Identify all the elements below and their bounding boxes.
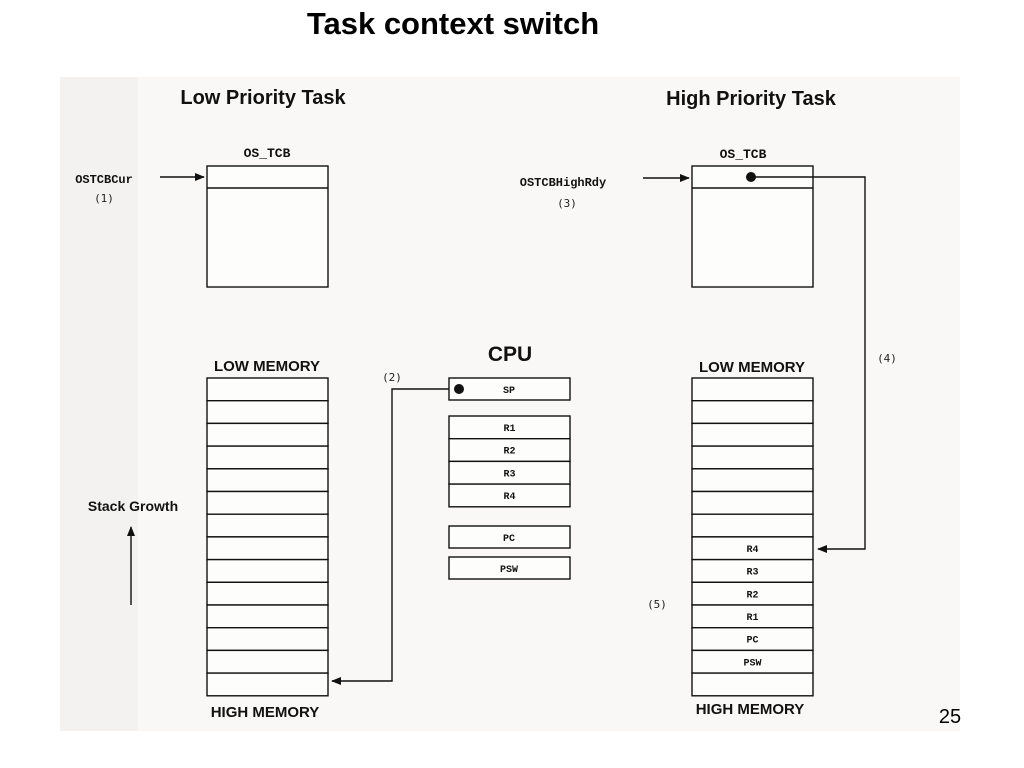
cpu-register-label: R2 [503, 447, 515, 458]
high-stack-cell [691, 672, 814, 697]
low-stack-cell [206, 558, 329, 583]
slide-title: Task context switch [306, 6, 600, 41]
low-stack-cell [206, 672, 329, 697]
cpu-pc-label: PC [503, 534, 515, 545]
low-stack-cell [206, 581, 329, 606]
high-stack-cell [691, 490, 814, 515]
step-4-label: (4) [877, 352, 897, 365]
low-stack-cell [206, 490, 329, 515]
low-os-tcb-box [206, 165, 329, 288]
cpu-sp-register [448, 377, 571, 401]
low-stack-cell [206, 604, 329, 629]
high-stack-cell [691, 513, 814, 538]
tcb-to-high-stack-line [751, 176, 866, 553]
ostcbhighrdy-label: OSTCBHighRdy [520, 176, 606, 190]
sp-pointer-dot [454, 384, 464, 394]
high-stack-low-memory-label: LOW MEMORY [699, 359, 805, 376]
low-stack-low-memory-label: LOW MEMORY [214, 358, 320, 375]
low-tcb-label: OS_TCB [244, 146, 291, 161]
low-stack-cell [206, 468, 329, 493]
high-stack-cell [691, 468, 814, 493]
cpu-register-label: R3 [503, 469, 515, 480]
low-stack-cell [206, 445, 329, 470]
cpu-sp-label: SP [503, 386, 515, 397]
low-stack-cell [206, 513, 329, 538]
cpu-psw-register [448, 556, 571, 580]
high-stack-cell [691, 422, 814, 447]
high-os-tcb-box [691, 165, 814, 288]
high-stack-cell-label: R4 [746, 545, 758, 556]
high-stack-cell [691, 400, 814, 425]
low-stack-cell [206, 377, 329, 402]
step-2-label: (2) [382, 371, 402, 384]
sp-to-low-stack-line [331, 388, 459, 685]
stack-growth-label: Stack Growth [88, 498, 178, 514]
low-stack-cell [206, 627, 329, 652]
low-stack-cell [206, 536, 329, 561]
step-5-label: (5) [647, 598, 667, 611]
high-priority-heading: High Priority Task [666, 88, 837, 110]
high-stack-cell-label: PSW [743, 658, 761, 669]
low-stack-cell [206, 649, 329, 674]
cpu-psw-label: PSW [500, 565, 518, 576]
high-stack-cell [691, 445, 814, 470]
cpu-register-cell [448, 483, 571, 508]
low-stack-cell [206, 422, 329, 447]
low-priority-heading: Low Priority Task [180, 87, 346, 109]
high-stack-cell [691, 377, 814, 402]
high-tcb-label: OS_TCB [720, 147, 767, 162]
cpu-pc-register [448, 525, 571, 549]
page-number: 25 [938, 706, 962, 728]
high-stack-cell-label: PC [746, 636, 758, 647]
low-stack-high-memory-label: HIGH MEMORY [211, 704, 320, 721]
cpu-register-label: R1 [503, 424, 515, 435]
high-stack-high-memory-label: HIGH MEMORY [696, 701, 805, 718]
high-stack-cell-label: R3 [746, 568, 758, 579]
step-1-label: (1) [94, 192, 114, 205]
low-priority-stack [206, 377, 329, 697]
ostcbcur-label: OSTCBCur [75, 173, 133, 187]
low-stack-cell [206, 400, 329, 425]
high-stack-cell-label: R2 [746, 590, 758, 601]
high-stack-cell-label: R1 [746, 613, 758, 624]
cpu-register-label: R4 [503, 492, 515, 503]
cpu-heading: CPU [488, 343, 532, 366]
step-3-label: (3) [557, 197, 577, 210]
